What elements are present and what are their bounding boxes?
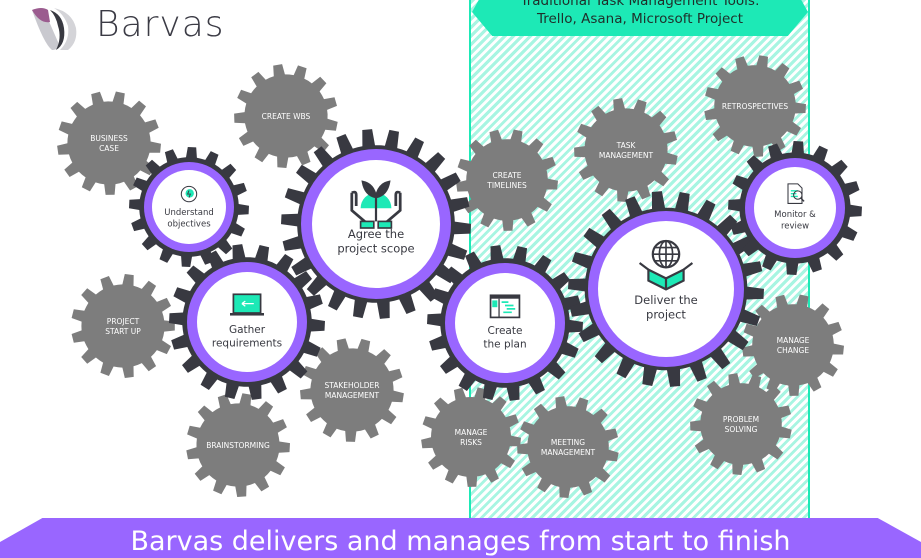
hands-plant-icon — [350, 180, 402, 229]
main-gear-label: Gather — [229, 324, 266, 336]
minor-gear-label: PROBLEM — [723, 415, 759, 424]
main-gear-label: Monitor & — [774, 210, 816, 220]
gear-shape — [421, 387, 521, 487]
minor-gear-label: RISKS — [460, 438, 482, 447]
gear-shape — [186, 393, 290, 497]
brand-logo: Barvas — [28, 4, 258, 50]
head-lightbulb-icon — [180, 185, 198, 203]
laptop-icon — [230, 293, 264, 316]
minor-gear-label: RETROSPECTIVES — [722, 102, 789, 111]
minor-gear-brainstorming: BRAINSTORMING — [186, 393, 290, 497]
minor-gear-label: MANAGEMENT — [325, 391, 380, 400]
main-gear-label: objectives — [167, 220, 211, 230]
minor-gear-label: CREATE — [492, 171, 521, 180]
gear-shape — [690, 373, 792, 475]
footer-banner-text: Barvas delivers and manages from start t… — [130, 526, 791, 557]
minor-gear-label: MANAGE — [777, 336, 810, 345]
minor-gear-label: TIMELINES — [486, 181, 527, 190]
main-gear-label: the plan — [483, 339, 526, 351]
tools-title-line1: Traditional Task Management Tools: — [520, 0, 760, 9]
tools-title-line2: Trello, Asana, Microsoft Project — [536, 11, 744, 27]
footer-banner: Barvas delivers and manages from start t… — [0, 518, 921, 558]
main-gear-label: Understand — [164, 208, 213, 218]
globe-box-icon — [638, 239, 694, 291]
gear-shape — [71, 274, 175, 378]
main-gear-plan: Create the plan — [427, 245, 583, 401]
main-gear-label: review — [781, 222, 809, 232]
gear-center — [197, 272, 297, 372]
main-gear-label: requirements — [212, 338, 282, 350]
minor-gear-label: MANAGEMENT — [541, 448, 596, 457]
minor-gear-label: START UP — [105, 327, 141, 336]
gear-shape — [574, 98, 678, 202]
minor-gear-label: BUSINESS — [90, 134, 128, 143]
gear-center — [754, 167, 836, 249]
gear-shape — [57, 91, 161, 195]
main-gear-monitor: Monitor & review — [728, 141, 862, 275]
gear-shape — [456, 129, 558, 231]
minor-gear-retrospectives: RETROSPECTIVES — [704, 55, 806, 158]
minor-gear-label: STAKEHOLDER — [325, 381, 380, 390]
document-magnifier-icon — [787, 183, 805, 204]
main-gear-label: project — [646, 307, 686, 321]
main-gear-label: Deliver the — [634, 293, 697, 307]
minor-gear-label: CASE — [99, 144, 119, 153]
barvas-logo-icon — [32, 8, 77, 50]
gear-center — [152, 170, 226, 244]
main-gear-label: project scope — [337, 242, 414, 256]
gear-shape — [234, 64, 338, 168]
minor-gear-label: PROJECT — [107, 317, 140, 326]
minor-gear-label: TASK — [616, 141, 637, 150]
gear-shape — [704, 55, 806, 158]
minor-gear-label: CHANGE — [777, 346, 809, 355]
minor-gear-label: MANAGEMENT — [599, 151, 654, 160]
brand-name: Barvas — [96, 4, 225, 45]
gear-center — [312, 160, 440, 288]
traditional-tools-banner: Traditional Task Management Tools: Trell… — [472, 0, 808, 36]
gear-shape — [300, 338, 404, 442]
minor-gear-label: MANAGE — [455, 428, 488, 437]
gear-shape — [517, 396, 619, 498]
main-gear-label: Create — [488, 325, 523, 337]
main-gear-label: Agree the — [348, 227, 404, 241]
minor-gear-label: BRAINSTORMING — [206, 441, 270, 450]
minor-gear-label: SOLVING — [725, 425, 758, 434]
main-gear-gather: Gather requirements — [169, 244, 325, 400]
main-gear-understand: Understand objectives — [129, 147, 249, 267]
gear-center — [455, 273, 555, 373]
minor-gear-label: CREATE WBS — [262, 112, 311, 121]
minor-gear-create-wbs: CREATE WBS — [234, 64, 338, 168]
gear-shape — [742, 294, 844, 396]
minor-gear-label: MEETING — [551, 438, 585, 447]
plan-window-icon — [489, 294, 521, 319]
